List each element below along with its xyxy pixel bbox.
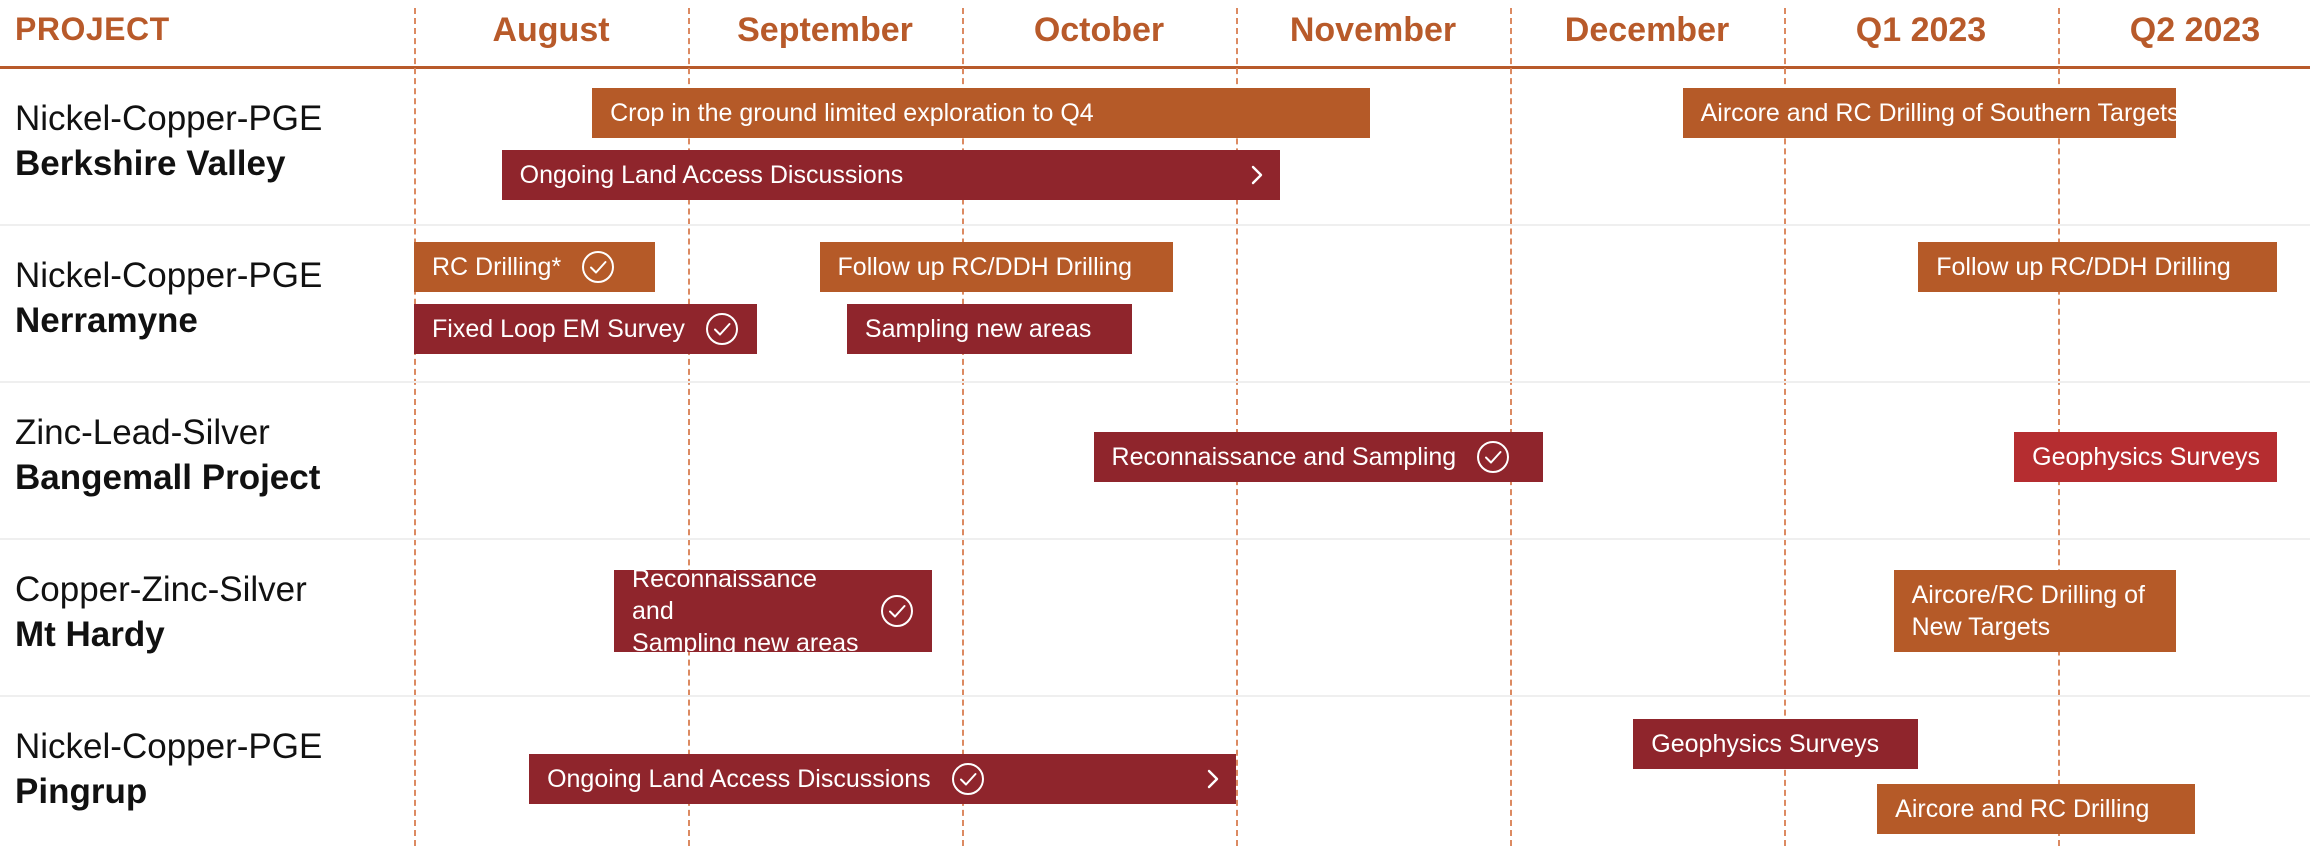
period-header-3: November	[1289, 11, 1457, 49]
row-separator	[0, 538, 2310, 540]
task-bar: Follow up RC/DDH Drilling	[1918, 242, 2278, 292]
task-bar: Aircore and RC Drilling	[1877, 784, 2195, 834]
chevron-right-icon	[1204, 767, 1222, 791]
task-label: Aircore/RC Drilling of New Targets	[1911, 581, 2145, 641]
task-label: Reconnaissance and Sampling	[1111, 443, 1457, 471]
row-separator	[0, 381, 2310, 383]
period-header-1: September	[737, 11, 913, 49]
completed-check-icon	[880, 594, 914, 628]
completed-check-icon	[1476, 440, 1510, 474]
project-name: Bangemall Project	[15, 458, 321, 497]
row-separator	[0, 224, 2310, 226]
chevron-right-icon	[1248, 163, 1266, 187]
chart-header: PROJECT	[0, 0, 2310, 69]
project-name: Nerramyne	[15, 301, 198, 340]
task-bar: Aircore and RC Drilling of Southern Targ…	[1682, 88, 2176, 138]
task-bar: Geophysics Surveys	[1633, 719, 1919, 769]
task-label: Aircore and RC Drilling	[1895, 795, 2150, 823]
project-label: Nickel-Copper-PGE Berkshire Valley	[15, 96, 322, 186]
task-bar: Reconnaissance and Sampling new areas	[614, 570, 932, 652]
period-gridline-3	[1236, 8, 1238, 846]
period-gridline-4	[1510, 8, 1512, 846]
period-header-2: October	[1033, 11, 1165, 49]
task-label: Follow up RC/DDH Drilling	[1936, 253, 2231, 281]
project-name: Mt Hardy	[15, 615, 165, 654]
project-name: Pingrup	[15, 772, 148, 811]
project-type: Nickel-Copper-PGE	[15, 99, 323, 138]
task-bar: Sampling new areas	[846, 304, 1132, 354]
task-label: Ongoing Land Access Discussions	[547, 765, 931, 793]
task-bar: Crop in the ground limited exploration t…	[592, 88, 1371, 138]
project-type: Nickel-Copper-PGE	[15, 727, 323, 766]
task-label: Fixed Loop EM Survey	[432, 315, 685, 343]
task-bar: Reconnaissance and Sampling	[1093, 432, 1543, 482]
task-label: Reconnaissance and Sampling new areas	[632, 570, 859, 652]
period-header-5: Q1 2023	[1855, 11, 1987, 49]
task-label: Follow up RC/DDH Drilling	[837, 253, 1133, 281]
task-label: Crop in the ground limited exploration t…	[610, 99, 1094, 127]
completed-check-icon	[581, 250, 615, 284]
project-name: Berkshire Valley	[15, 144, 286, 183]
completed-check-icon	[951, 762, 985, 796]
task-bar: Fixed Loop EM Survey	[414, 304, 757, 354]
task-label: Ongoing Land Access Discussions	[519, 161, 904, 189]
task-bar: Ongoing Land Access Discussions	[501, 150, 1280, 200]
period-header-6: Q2 2023	[2129, 11, 2261, 49]
task-bar: Aircore/RC Drilling of New Targets	[1893, 570, 2176, 652]
task-label: Geophysics Surveys	[1651, 730, 1880, 758]
period-header-0: August	[492, 11, 610, 49]
task-bar: Geophysics Surveys	[2014, 432, 2278, 482]
task-bar: Ongoing Land Access Discussions	[529, 754, 1236, 804]
project-type: Zinc-Lead-Silver	[15, 413, 270, 452]
task-label: RC Drilling*	[432, 253, 562, 281]
period-header-4: December	[1564, 11, 1730, 49]
project-type: Nickel-Copper-PGE	[15, 256, 323, 295]
task-bar: RC Drilling*	[414, 242, 656, 292]
completed-check-icon	[705, 312, 739, 346]
project-label: Nickel-Copper-PGE Nerramyne	[15, 253, 322, 343]
period-gridline-5	[1784, 8, 1786, 846]
row-separator	[0, 695, 2310, 697]
project-type: Copper-Zinc-Silver	[15, 570, 307, 609]
task-label: Geophysics Surveys	[2032, 443, 2261, 471]
period-gridline-2	[962, 8, 964, 846]
project-column-header: PROJECT	[15, 11, 170, 47]
task-label: Sampling new areas	[864, 315, 1092, 343]
period-gridline-6	[2058, 8, 2060, 846]
task-label: Aircore and RC Drilling of Southern Targ…	[1700, 99, 2176, 127]
task-bar: Follow up RC/DDH Drilling	[819, 242, 1173, 292]
period-gridline-0	[414, 8, 416, 846]
project-label: Nickel-Copper-PGE Pingrup	[15, 724, 322, 814]
project-label: Copper-Zinc-Silver Mt Hardy	[15, 567, 307, 657]
period-gridline-1	[688, 8, 690, 846]
